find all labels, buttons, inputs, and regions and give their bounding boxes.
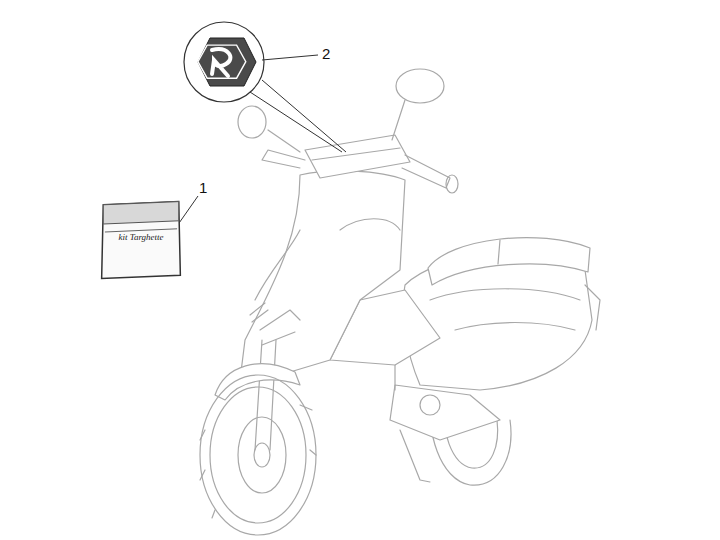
callout-number: 2 — [322, 46, 330, 62]
callout-number: 1 — [199, 180, 207, 196]
parts-bag: kit Targhette — [100, 200, 182, 280]
bag-label: kit Targhette — [110, 232, 172, 243]
